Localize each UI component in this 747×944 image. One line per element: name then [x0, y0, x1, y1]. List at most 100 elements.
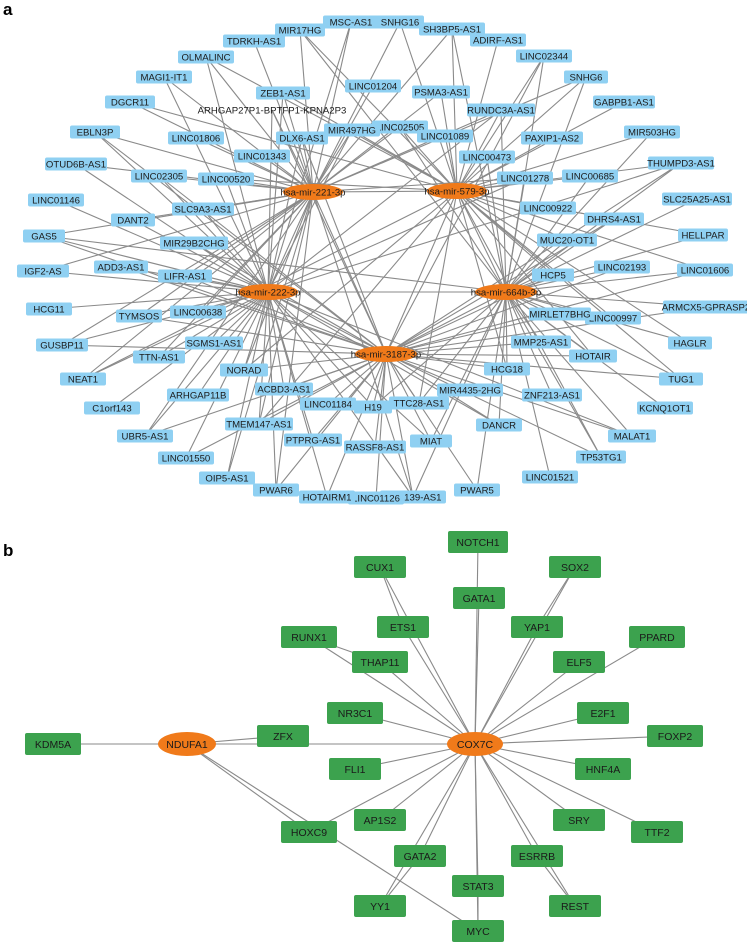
edge-ttn-as1-hsa-mir-222-3p	[158, 291, 269, 358]
edge-pwar6-hsa-mir-221-3p	[275, 191, 314, 491]
edge-hotair-hsa-mir-3187-3p	[385, 353, 594, 357]
node-label: TP53TG1	[580, 453, 622, 464]
node-box	[389, 396, 449, 410]
node-label: SH3BP5-AS1	[423, 25, 481, 36]
edge-mir503hg-hsa-mir-579-3p	[456, 131, 653, 192]
node-gas5: GAS5	[23, 229, 65, 243]
node-box	[255, 382, 313, 396]
edge-sry-cox7c	[474, 743, 580, 821]
node-label: hsa-mir-3187-3p	[351, 350, 421, 361]
node-box	[537, 233, 597, 247]
edge-hcg11-hsa-mir-222-3p	[48, 291, 269, 310]
edge-sox2-cox7c	[474, 566, 576, 745]
edge-hotairm1-hsa-mir-3187-3p	[326, 353, 387, 498]
edge-norad-hsa-mir-579-3p	[243, 190, 458, 371]
node-label: YY1	[370, 901, 390, 913]
node-label: HCG11	[33, 305, 64, 316]
node-label: LINC02305	[135, 172, 184, 183]
node-label: PPARD	[639, 632, 675, 644]
node-box	[677, 263, 733, 277]
node-label: TYMSOS	[119, 312, 160, 323]
node-label: MIRLET7BHG	[529, 310, 590, 321]
node-box	[172, 202, 234, 216]
node-label: RUNDC3A-AS1	[467, 106, 535, 117]
node-rest: REST	[549, 895, 601, 917]
node-linc00997: LINC00997	[585, 311, 641, 325]
node-box	[281, 821, 337, 843]
node-box	[575, 758, 631, 780]
node-label: DLX6-AS1	[279, 134, 324, 145]
edge-thap11-cox7c	[379, 661, 476, 745]
node-paxip1-as2: PAXIP1-AS2	[521, 131, 583, 145]
node-label: PSMA3-AS1	[414, 88, 468, 99]
edge-hsa-mir-221-3p-hsa-mir-3187-3p	[312, 191, 387, 355]
node-box	[520, 201, 576, 215]
node-label: ADIRF-AS1	[473, 36, 523, 47]
edge-norad-hsa-mir-222-3p	[243, 291, 269, 371]
node-tug1: TUG1	[659, 372, 703, 386]
node-box	[516, 49, 572, 63]
edge-mir503hg-hsa-mir-664b-3p	[505, 131, 653, 293]
edge-paxip1-as2-hsa-mir-579-3p	[456, 137, 553, 192]
hub-node-cox7c: COX7C	[447, 732, 503, 756]
node-box	[522, 470, 578, 484]
node-label: LIFR-AS1	[164, 272, 206, 283]
node-label: MYC	[466, 926, 490, 938]
node-label: LINC01204	[349, 82, 398, 93]
edge-mir29b2chg-hsa-mir-3187-3p	[193, 242, 387, 355]
node-linc01204: LINC01204	[345, 79, 401, 93]
edge-linc00473-hsa-mir-664b-3p	[486, 156, 507, 293]
node-slc25a25-as1: SLC25A25-AS1	[662, 192, 732, 206]
node-linc00520: LINC00520	[198, 172, 254, 186]
edge-lifr-as1-hsa-mir-221-3p	[184, 191, 314, 277]
node-linc01146: LINC01146	[28, 193, 84, 207]
node-mir497hg: MIR497HG	[324, 123, 380, 137]
node-notch1: NOTCH1	[448, 531, 508, 553]
node-gabpb1-as1: GABPB1-AS1	[593, 95, 655, 109]
edge-h19-hsa-mir-664b-3p	[372, 291, 507, 408]
node-box	[585, 311, 641, 325]
node-label: LINC01184	[304, 400, 352, 411]
node-label: MMP25-AS1	[514, 338, 568, 349]
node-hoxc9: HOXC9	[281, 821, 337, 843]
node-mmp25-as1: MMP25-AS1	[511, 335, 571, 349]
node-box	[170, 305, 226, 319]
node-label: hsa-mir-579-3p	[424, 187, 489, 198]
panel-label-a: a	[3, 0, 13, 19]
edge-hsa-mir-221-3p-hsa-mir-222-3p	[267, 191, 314, 293]
node-rassf8-as1: RASSF8-AS1	[344, 440, 406, 454]
node-box	[631, 821, 683, 843]
edge-rundc3a-as1-hsa-mir-221-3p	[312, 109, 502, 193]
node-tmem147-as1: TMEM147-AS1	[225, 417, 293, 431]
node-box	[160, 236, 228, 250]
node-dlx6-as1: DLX6-AS1	[276, 131, 328, 145]
node-label: LINC00638	[174, 308, 223, 319]
edge-tug1-hsa-mir-579-3p	[456, 190, 682, 380]
node-box	[225, 417, 293, 431]
node-hotair: HOTAIR	[569, 349, 617, 363]
node-dgcr11: DGCR11	[105, 95, 155, 109]
node-ppard: PPARD	[629, 626, 685, 648]
node-label: KCNQ1OT1	[639, 404, 691, 415]
node-label: RUNX1	[291, 632, 327, 644]
hub-ellipse	[475, 284, 537, 300]
node-box	[647, 725, 703, 747]
edge-linc01606-hsa-mir-579-3p	[456, 190, 706, 271]
edge-tymsos-hsa-mir-3187-3p	[138, 315, 387, 355]
node-box	[470, 33, 526, 47]
node-foxp2: FOXP2	[647, 725, 703, 747]
edge-sgms1-as1-hsa-mir-222-3p	[213, 291, 269, 344]
node-psma3-as1: PSMA3-AS1	[412, 85, 470, 99]
edge-ttc28-as1-hsa-mir-579-3p	[418, 190, 458, 404]
edge-snhg16-hsa-mir-579-3p	[399, 21, 458, 192]
node-box	[348, 491, 404, 505]
node-label: ARHGAP11B	[170, 391, 227, 402]
edge-snhg16-hsa-mir-221-3p	[312, 21, 401, 193]
node-muc20-ot1: MUC20-OT1	[537, 233, 597, 247]
node-box	[372, 120, 428, 134]
node-label: MALAT1	[614, 432, 651, 443]
edge-linc00520-hsa-mir-579-3p	[225, 178, 458, 192]
node-label: LINC01606	[681, 266, 730, 277]
node-box	[136, 70, 192, 84]
